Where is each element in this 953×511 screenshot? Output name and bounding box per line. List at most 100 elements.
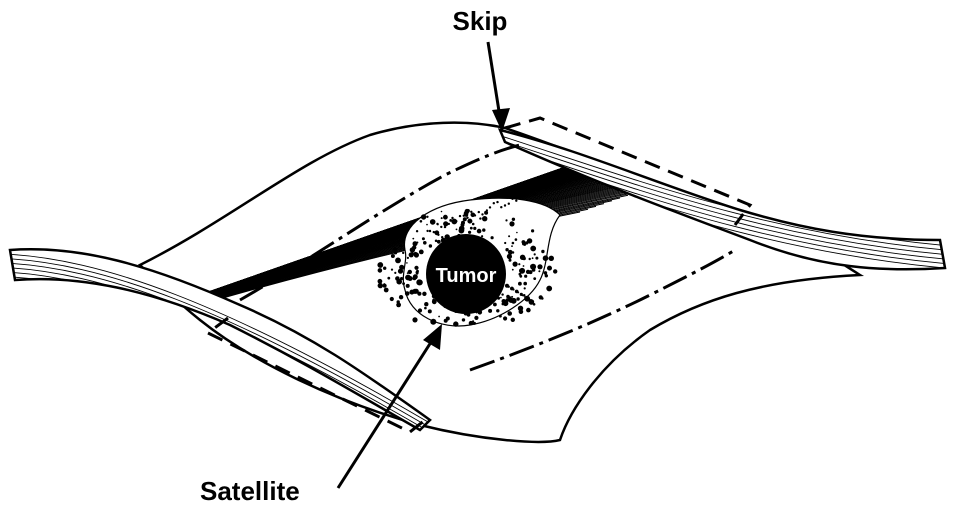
satellite-dot	[522, 240, 526, 244]
muscle-fiber-line	[620, 0, 953, 148]
muscle-fiber-line	[588, 0, 953, 159]
satellite-dot	[526, 308, 531, 313]
satellite-dot	[411, 252, 413, 254]
satellite-dot	[418, 308, 422, 312]
satellite-dot	[547, 266, 552, 271]
satellite-dot	[519, 268, 525, 274]
satellite-dot	[482, 228, 485, 231]
satellite-dot	[377, 262, 383, 268]
satellite-dot	[509, 221, 514, 226]
satellite-dot	[508, 235, 510, 237]
satellite-dot	[417, 280, 423, 286]
satellite-dot	[538, 270, 540, 272]
skip-dot	[575, 179, 577, 181]
satellite-dot	[407, 272, 409, 274]
satellite-dot	[523, 282, 527, 286]
satellite-dot	[456, 229, 458, 231]
satellite-dot	[412, 238, 414, 240]
satellite-dot	[500, 297, 502, 299]
satellite-dot	[434, 230, 439, 235]
satellite-dot	[540, 266, 542, 268]
skip-dot	[511, 198, 513, 200]
satellite-dot	[529, 258, 531, 260]
satellite-dot	[391, 269, 393, 271]
satellite-dot	[481, 235, 483, 237]
satellite-dot	[387, 277, 390, 280]
muscle-fiber-line	[540, 0, 953, 176]
satellite-dot	[426, 224, 428, 226]
skip-dot	[564, 179, 566, 181]
skip-dot	[549, 184, 551, 186]
satellite-dot	[493, 303, 497, 307]
satellite-dot	[422, 292, 426, 296]
skip-dot	[485, 211, 487, 213]
skip-dot	[541, 185, 543, 187]
satellite-dot	[416, 230, 418, 232]
satellite-dot	[469, 321, 473, 325]
satellite-dot	[394, 272, 396, 274]
skip-dot	[436, 223, 438, 225]
satellite-dot	[410, 247, 415, 252]
satellite-dot	[546, 274, 548, 276]
satellite-dot	[407, 257, 409, 259]
satellite-dot	[507, 254, 512, 259]
satellite-dot	[541, 297, 544, 300]
satellite-dot	[511, 245, 513, 247]
satellite-dot	[512, 218, 515, 221]
satellite-dot	[438, 316, 440, 318]
satellite-dot	[508, 296, 511, 299]
satellite-dot	[482, 216, 487, 221]
satellite-dot	[519, 275, 522, 278]
skip-dot	[571, 177, 573, 179]
satellite-dot	[516, 232, 518, 234]
satellite-dot	[426, 216, 428, 218]
satellite-dot	[518, 282, 522, 286]
satellite-dot	[441, 217, 443, 219]
tumor-label: Tumor	[436, 265, 497, 287]
satellite-dot	[384, 288, 389, 293]
satellite-dot	[519, 309, 524, 314]
satellite-dot	[505, 219, 507, 221]
satellite-dot	[462, 319, 464, 321]
satellite-dot	[486, 209, 488, 211]
satellite-dot	[504, 242, 506, 244]
satellite-dot	[473, 322, 476, 325]
satellite-dot	[533, 303, 536, 306]
muscle-fiber-line	[644, 0, 953, 140]
satellite-dot	[517, 291, 519, 293]
satellite-dot	[413, 277, 417, 281]
satellite-dot	[390, 297, 394, 301]
skip-dot	[493, 202, 495, 204]
muscle-fiber-line	[636, 0, 953, 142]
skip-dot	[538, 190, 540, 192]
satellite-dot	[512, 288, 514, 290]
muscle-fiber-line	[580, 0, 953, 162]
satellite-dot	[473, 227, 476, 230]
skip-dot	[553, 180, 555, 182]
muscle-fiber-line	[604, 0, 953, 154]
satellite-dot	[412, 317, 417, 322]
satellite-dot	[463, 217, 467, 221]
satellite-dot	[499, 315, 502, 318]
skip-dot	[481, 213, 483, 215]
skip-dot	[478, 211, 480, 213]
satellite-dot	[549, 257, 552, 260]
satellite-dot	[530, 246, 536, 252]
satellite-dot	[443, 221, 448, 226]
muscle-fiber-line	[556, 0, 953, 170]
satellite-dot	[430, 219, 436, 225]
satellite-dot	[409, 290, 414, 295]
satellite-dot	[393, 247, 398, 252]
satellite-dot	[543, 255, 549, 261]
satellite-dot	[426, 230, 428, 232]
satellite-dot	[432, 299, 435, 302]
skip-dot	[545, 188, 547, 190]
skip-dot	[556, 180, 558, 182]
satellite-dot	[505, 248, 508, 251]
satellite-dot	[406, 262, 408, 264]
skip-dot	[560, 184, 562, 186]
satellite-dot	[402, 282, 405, 285]
satellite-dot	[512, 242, 515, 245]
muscle-fiber-line	[564, 0, 953, 168]
